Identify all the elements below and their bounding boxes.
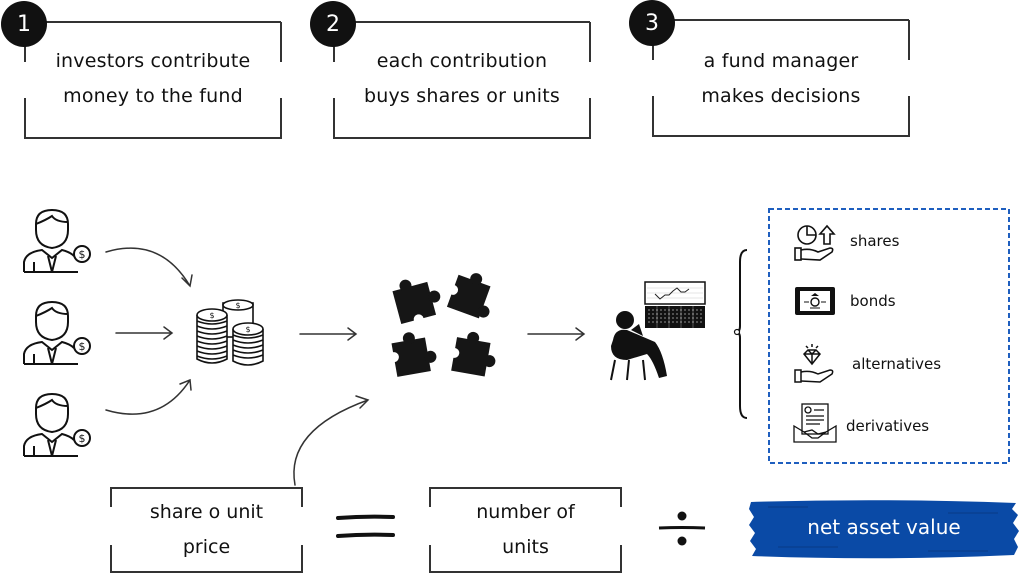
asset-label-shares: shares <box>850 232 900 250</box>
puzzle-piece-3 <box>388 332 437 377</box>
derivatives-icon <box>793 403 837 443</box>
step-1-line-1: investors contribute <box>55 50 251 72</box>
coin-stacks-icon: $ $ $ <box>196 299 264 366</box>
equals-sign <box>336 514 395 538</box>
formula-units-line-1: number of <box>476 501 575 523</box>
formula-price-line-1: share o unit <box>149 501 264 523</box>
step-2-frame <box>333 21 591 139</box>
puzzle-piece-4 <box>449 331 496 377</box>
svg-text:$: $ <box>245 325 250 334</box>
arrow-investor-1-to-pool <box>105 247 193 288</box>
step-1-number-badge: 1 <box>1 1 47 47</box>
step-3-line-2: makes decisions <box>701 85 861 107</box>
investor-2-icon: $ <box>23 300 91 365</box>
step-2-line-1: each contribution <box>376 50 548 72</box>
investor-1-icon: $ <box>23 208 91 273</box>
step-3-number-badge: 3 <box>629 0 675 46</box>
formula-units-box: number of units <box>429 487 622 573</box>
svg-text:$: $ <box>79 340 86 353</box>
arrow-investor-3-to-pool <box>105 378 192 415</box>
svg-text:$: $ <box>79 248 86 261</box>
step-1-frame <box>24 21 282 139</box>
bonds-icon <box>795 287 835 315</box>
asset-label-derivatives: derivatives <box>846 417 930 435</box>
svg-text:$: $ <box>235 301 240 310</box>
investor-3-icon: $ <box>23 392 91 457</box>
net-asset-value-label: net asset value <box>807 515 961 539</box>
fund-manager-icon <box>610 281 706 381</box>
stock-chart-screen <box>644 281 706 305</box>
formula-price-frame <box>110 487 303 573</box>
seated-person <box>611 311 667 378</box>
step-2-line-2: buys shares or units <box>363 85 561 107</box>
formula-price-box: share o unit price <box>110 487 303 573</box>
stock-board <box>645 306 705 328</box>
alternatives-icon <box>794 344 834 383</box>
puzzle-piece-1 <box>392 279 441 325</box>
asset-label-alternatives: alternatives <box>852 355 942 373</box>
coin-stack-right <box>232 322 264 366</box>
puzzle-piece-2 <box>446 273 491 319</box>
arrow-units-to-manager <box>527 327 586 341</box>
arrow-investor-2-to-pool <box>115 326 174 340</box>
svg-text:$: $ <box>79 432 86 445</box>
arrow-pool-to-units <box>299 327 358 341</box>
svg-text:$: $ <box>209 311 214 320</box>
divide-sign <box>658 511 706 546</box>
shares-icon <box>794 224 836 261</box>
step-3-frame <box>652 19 910 137</box>
asset-classes-border <box>768 208 1010 464</box>
step-1-box: investors contribute money to the fund <box>24 21 282 139</box>
step-3-box: a fund manager makes decisions <box>652 19 910 137</box>
formula-units-line-2: units <box>502 536 549 558</box>
curly-brace <box>733 249 748 419</box>
puzzle-pieces-icon <box>388 273 496 377</box>
coin-stack-left <box>196 308 228 364</box>
net-asset-value-banner: net asset value <box>748 499 1020 559</box>
arrow-price-to-units <box>293 395 370 486</box>
step-2-box: each contribution buys shares or units <box>333 21 591 139</box>
asset-label-bonds: bonds <box>850 292 896 310</box>
step-2-number-badge: 2 <box>310 1 356 47</box>
brush-stroke-background <box>749 500 1019 559</box>
step-3-line-1: a fund manager <box>703 50 859 72</box>
formula-units-frame <box>429 487 622 573</box>
asset-classes-box: shares bonds alternatives derivatives <box>768 208 1010 464</box>
formula-price-line-2: price <box>182 536 231 558</box>
step-1-line-2: money to the fund <box>63 85 243 107</box>
